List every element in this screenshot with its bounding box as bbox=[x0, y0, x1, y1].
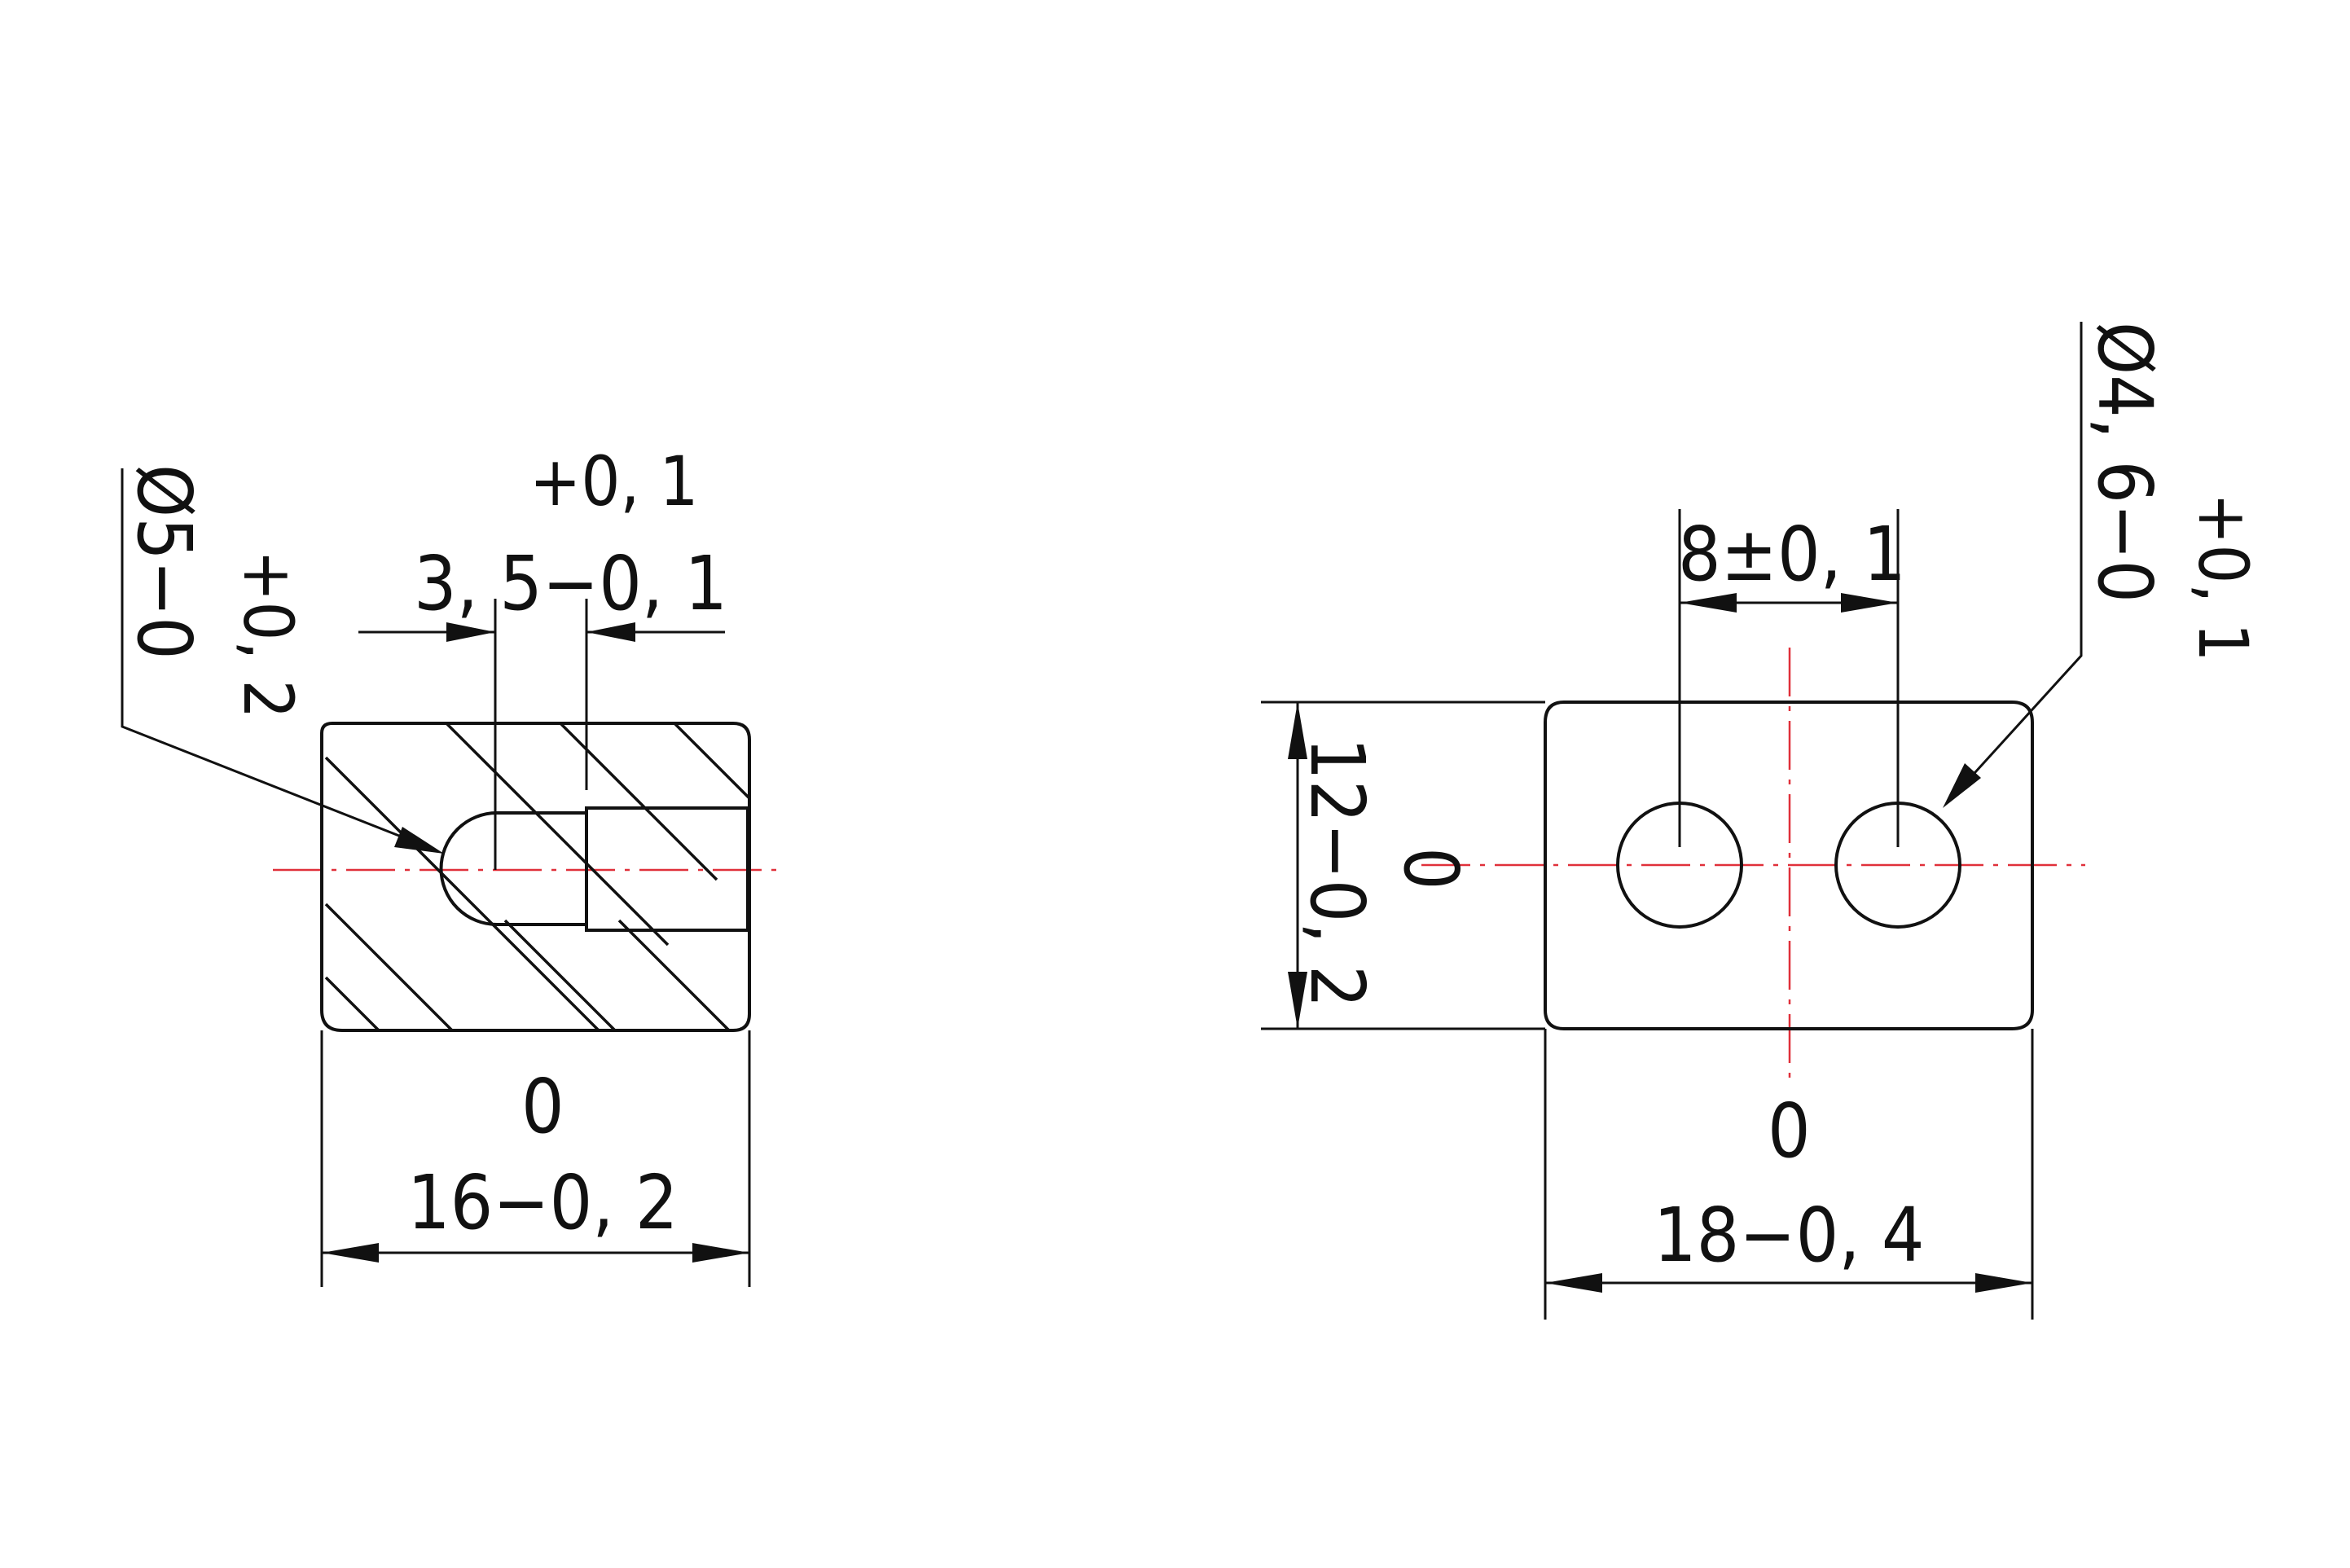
right-width-tolerance: 0 bbox=[1768, 1087, 1811, 1175]
small-hole-diameter-tolerance: +0, 1 bbox=[2183, 493, 2263, 661]
keyhole-slot bbox=[439, 806, 749, 932]
right-width-dimension: 18−0, 4 bbox=[1654, 1192, 1925, 1279]
slot-width-tolerance: +0, 1 bbox=[529, 441, 698, 521]
left-width-tolerance: 0 bbox=[521, 1063, 564, 1150]
section-hatching bbox=[324, 723, 749, 1030]
right-height-dimension: 12−0, 2 bbox=[1294, 737, 1381, 1008]
hole-spacing-dimension: 8±0, 1 bbox=[1678, 511, 1906, 598]
slot-width-dimension: 3, 5−0, 1 bbox=[414, 540, 727, 627]
left-part-view: +0, 1 3, 5−0, 1 Ø5−0 +0, 2 0 16−0, 2 bbox=[121, 441, 778, 1287]
hole-diameter-tolerance: +0, 2 bbox=[228, 550, 308, 718]
right-part-view: 8±0, 1 Ø4, 6−0 +0, 1 0 12−0, 2 0 18−0, 4 bbox=[1261, 322, 2263, 1320]
left-width-dimension: 16−0, 2 bbox=[407, 1159, 679, 1246]
right-height-tolerance: 0 bbox=[1387, 847, 1474, 890]
small-hole-diameter-dimension: Ø4, 6−0 bbox=[2081, 322, 2168, 603]
left-part-body bbox=[320, 722, 751, 1032]
hole-diameter-dimension: Ø5−0 bbox=[121, 464, 208, 660]
